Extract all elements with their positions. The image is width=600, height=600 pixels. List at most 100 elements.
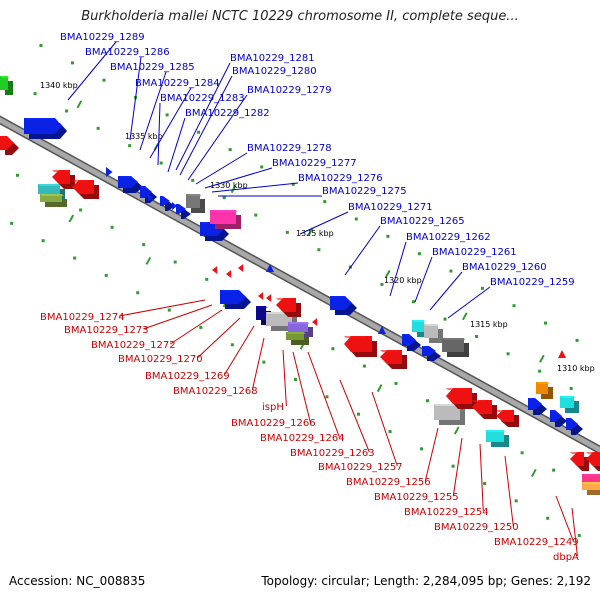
gene-reverse-small <box>312 318 318 326</box>
tick-dot <box>538 369 542 373</box>
forward-gene-label: BMA10229_1261 <box>432 247 517 258</box>
forward-gene-leader <box>157 102 161 166</box>
gene-feature-11-highlight <box>256 306 268 308</box>
gene-reverse-8 <box>570 452 584 466</box>
reverse-gene-label: BMA10229_1250 <box>434 522 519 533</box>
gene-forward-10 <box>550 410 562 422</box>
gene-reverse-0 <box>52 170 70 184</box>
forward-gene-leader <box>67 41 117 101</box>
forward-gene-leader <box>389 241 407 297</box>
tick-dot <box>191 178 195 182</box>
forward-gene-leader <box>299 211 349 235</box>
gene-reverse-9 <box>586 452 600 466</box>
tick-mark <box>68 214 75 223</box>
tick-dot <box>104 273 108 277</box>
reverse-gene-label: BMA10229_1272 <box>91 340 176 351</box>
tick-dot <box>128 144 132 148</box>
reverse-gene-leader <box>251 337 265 391</box>
gene-forward-3-highlight <box>160 196 165 198</box>
forward-gene-label: BMA10229_1282 <box>185 108 270 119</box>
gene-feature-5-highlight <box>424 324 440 326</box>
gene-forward-6 <box>330 296 352 310</box>
tick-dot <box>197 130 201 134</box>
reverse-gene-leader <box>170 309 223 345</box>
reverse-gene-label: dbpA <box>553 552 579 563</box>
tick-dot <box>506 352 510 356</box>
gene-reverse-small <box>226 270 232 278</box>
tick-mark <box>376 384 383 393</box>
gene-reverse-2 <box>276 298 296 312</box>
tick-dot <box>110 225 114 229</box>
gene-reverse-3-highlight <box>344 336 367 338</box>
tick-dot <box>254 213 258 217</box>
gene-forward-4-highlight <box>176 204 181 206</box>
tick-dot <box>420 447 424 451</box>
tick-dot <box>33 92 37 96</box>
tick-dot <box>96 126 100 130</box>
gene-forward-1 <box>118 176 138 188</box>
tick-dot <box>39 44 43 48</box>
tick-dot <box>10 221 14 225</box>
reverse-gene-label: BMA10229_1263 <box>290 448 375 459</box>
forward-gene-leader <box>204 167 273 189</box>
reverse-gene-label: BMA10229_1274 <box>40 312 125 323</box>
gene-forward-8 <box>422 346 436 356</box>
reverse-gene-leader <box>307 351 340 438</box>
tick-mark <box>539 354 545 363</box>
forward-gene-label: BMA10229_1289 <box>60 32 145 43</box>
topology-label: Topology: circular; Length: 2,284,095 bp… <box>261 574 591 588</box>
tick-dot <box>73 256 77 260</box>
tick-mark <box>230 185 237 194</box>
tick-dot <box>173 260 177 264</box>
gene-forward-9-highlight <box>528 398 537 400</box>
forward-gene-leader <box>414 256 433 303</box>
gene-feature-8-highlight <box>560 396 576 398</box>
gene-feature-9-highlight <box>486 430 506 432</box>
tick-dot <box>262 360 266 364</box>
kbp-tick-label: 1330 kbp <box>210 181 248 190</box>
tick-dot <box>205 277 209 281</box>
reverse-gene-leader <box>223 325 255 376</box>
forward-gene-leader <box>447 286 491 319</box>
tick-mark <box>462 312 468 321</box>
tick-dot <box>291 182 295 186</box>
gene-forward-4-shadow <box>181 209 191 219</box>
gene-forward-small <box>106 167 113 177</box>
reverse-gene-leader <box>479 443 484 512</box>
tick-dot <box>575 338 579 342</box>
gene-forward-7-highlight <box>402 334 411 336</box>
forward-gene-leader <box>175 62 231 171</box>
gene-forward-9 <box>528 398 542 410</box>
gene-feature-1-highlight <box>210 210 238 212</box>
forward-gene-label: BMA10229_1271 <box>348 202 433 213</box>
gene-feature-13-highlight <box>288 322 310 324</box>
tick-mark <box>307 227 314 236</box>
reverse-gene-leader <box>339 379 370 453</box>
reverse-gene-leader <box>143 304 213 330</box>
gene-forward-small <box>266 264 274 272</box>
tick-dot <box>323 200 327 204</box>
kbp-tick-label: 1320 kbp <box>384 276 422 285</box>
gene-feature-7-highlight <box>536 382 550 384</box>
tick-dot <box>167 308 171 312</box>
tick-dot <box>228 148 232 152</box>
reverse-gene-leader <box>282 349 287 407</box>
reverse-gene-label: BMA10229_1268 <box>173 386 258 397</box>
gene-reverse-7 <box>496 410 514 422</box>
gene-feature-15-highlight <box>582 474 600 476</box>
tick-dot <box>425 399 429 403</box>
gene-forward-3 <box>160 196 170 206</box>
forward-gene-label: BMA10229_1265 <box>380 216 465 227</box>
gene-forward-10-highlight <box>550 410 557 412</box>
tick-dot <box>16 173 20 177</box>
tick-dot <box>285 230 289 234</box>
reverse-gene-label: BMA10229_1249 <box>494 537 579 548</box>
gene-forward-1-highlight <box>118 176 133 178</box>
gene-reverse-small <box>212 266 218 274</box>
gene-forward-small <box>148 194 154 202</box>
gene-reverse-6 <box>472 400 492 414</box>
forward-gene-label: BMA10229_1278 <box>247 143 332 154</box>
tick-dot <box>199 325 203 329</box>
gene-reverse-0-highlight <box>52 170 65 172</box>
tick-dot <box>483 482 487 486</box>
